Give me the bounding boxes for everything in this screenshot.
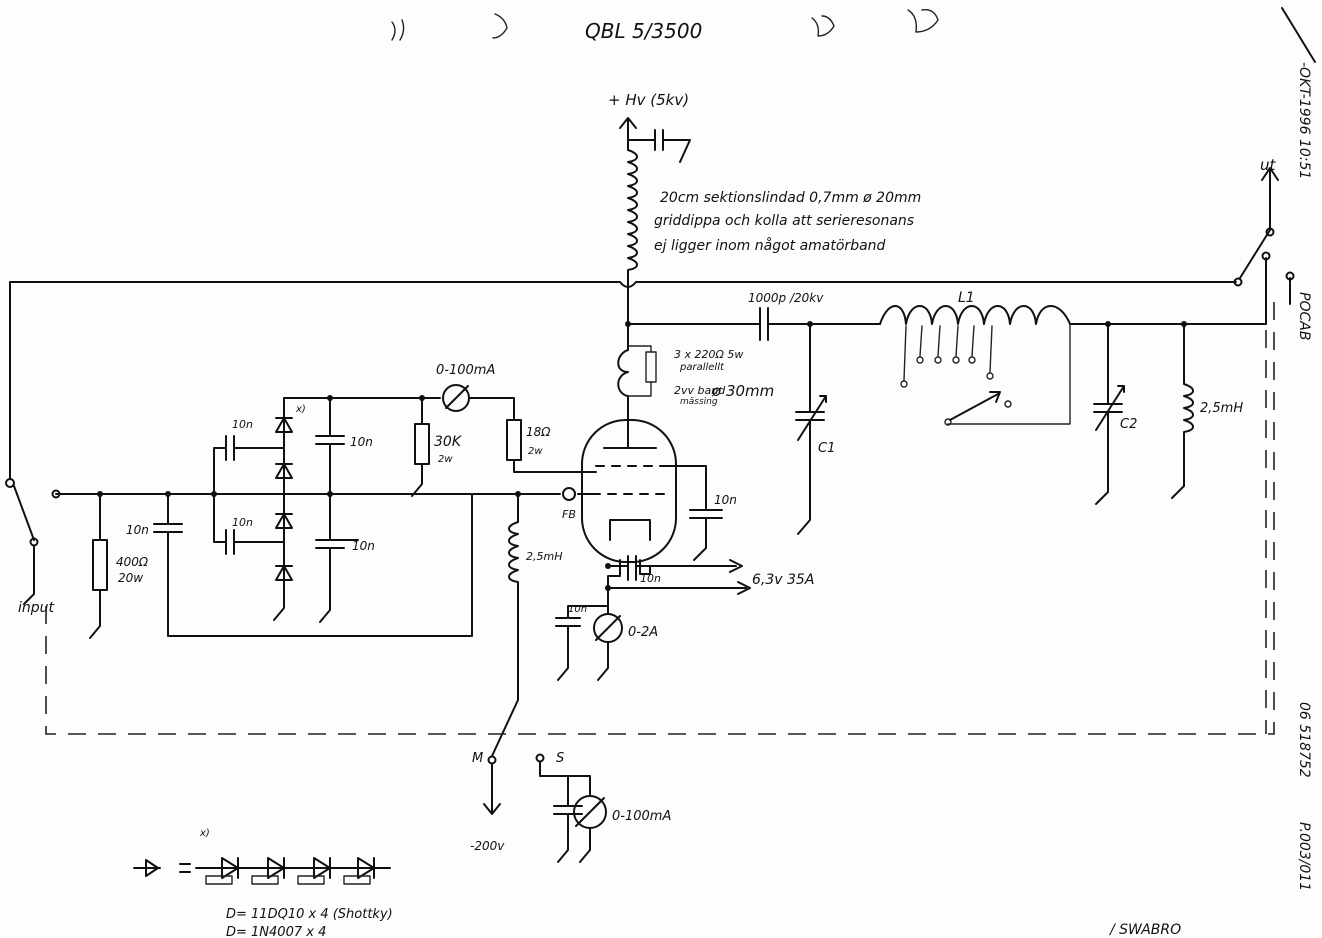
svg-text:10n: 10n [232, 418, 253, 431]
grid-line: FB [55, 487, 593, 521]
tube-qbl-5-3500 [581, 419, 677, 575]
fax-smudge-marks [391, 9, 939, 41]
input-load-resistor: 400Ω 20w [89, 493, 149, 639]
plate-output-line [625, 321, 1267, 327]
svg-text:18Ω: 18Ω [526, 425, 551, 439]
grid-rf-choke: 2,5mH [508, 493, 562, 701]
diode-footnote: x) D= 11DQ10 x 4 (Shottky) D= 1N4007 x 4 [133, 828, 393, 938]
parasitic-suppressor: 3 x 220Ω 5w parallellt 2vv band mässing … [617, 323, 774, 421]
diode-bias-network: 10n 10n x) 10n 10n [213, 395, 441, 623]
output-label: ut [1260, 156, 1277, 174]
tune-capacitor-c1: C1 [795, 321, 835, 535]
svg-text:1000p /20kv: 1000p /20kv [748, 291, 824, 305]
svg-text:x): x) [199, 828, 210, 839]
svg-text:D= 1N4007 x 4: D= 1N4007 x 4 [226, 925, 326, 938]
svg-text:10n: 10n [350, 435, 373, 449]
bypass-line [5, 281, 1237, 488]
svg-text:mässing: mässing [680, 397, 718, 407]
svg-text:0-100mA: 0-100mA [612, 809, 671, 824]
svg-text:400Ω: 400Ω [116, 555, 149, 569]
svg-text:10n: 10n [714, 493, 737, 507]
c1-label: C1 [818, 441, 835, 456]
svg-text:10n: 10n [232, 516, 253, 529]
fax-header-strip: -OKT-1996 10:51 POCAB 06 518752 P.003/01… [1281, 7, 1316, 891]
coil-winding-note: 20cm sektionslindad 0,7mm ø 20mm griddip… [654, 190, 921, 254]
svg-text:6,3v 35A: 6,3v 35A [752, 572, 814, 588]
svg-text:10n: 10n [568, 604, 587, 615]
svg-text:griddippa och kolla att serier: griddippa och kolla att serieresonans [654, 213, 914, 229]
input-label: input [18, 600, 55, 616]
svg-text:30K: 30K [434, 434, 463, 450]
svg-text:10n: 10n [126, 523, 149, 537]
plate-rf-choke [619, 149, 638, 325]
relay-control-dashed-line [45, 290, 1275, 735]
load-capacitor-c2: C2 [1093, 321, 1137, 505]
svg-text:3 x 220Ω 5w: 3 x 220Ω 5w [674, 348, 743, 361]
filament-supply: 10n 6,3v 35A [605, 555, 814, 595]
svg-text:10n: 10n [352, 539, 375, 553]
svg-text:20w: 20w [118, 571, 143, 585]
grid-current-meter: 0-100mA [436, 363, 515, 421]
svg-text:D= 11DQ10 x 4 (Shottky): D= 11DQ10 x 4 (Shottky) [226, 907, 393, 922]
l1-label: L1 [958, 290, 975, 306]
svg-text:ej ligger inom något amatörban: ej ligger inom något amatörband [654, 237, 886, 254]
svg-text:M: M [472, 751, 483, 766]
svg-text:2w: 2w [528, 446, 543, 457]
coupling-capacitor: 1000p /20kv [748, 291, 824, 341]
svg-text:2vv band: 2vv band [674, 384, 726, 397]
fax-page-number: P.003/011 [1296, 822, 1312, 891]
svg-text:20cm sektionslindad 0,7mm ø 2: 20cm sektionslindad 0,7mm ø 20mm [660, 190, 921, 206]
svg-text:S: S [556, 751, 564, 766]
svg-text:-200v: -200v [470, 839, 505, 853]
svg-text:10n: 10n [640, 572, 661, 585]
fax-date-time: -OKT-1996 10:51 [1296, 62, 1312, 179]
input-coupling-cap: 10n [126, 493, 473, 637]
svg-text:2,5mH: 2,5mH [526, 550, 562, 563]
svg-text:x): x) [295, 404, 306, 415]
output-rfc-label: 2,5mH [1200, 401, 1243, 416]
svg-text:2w: 2w [438, 454, 453, 465]
screen-grid-network: 10n [667, 465, 737, 561]
signature: / SWABRO [1108, 922, 1181, 938]
fax-sender: POCAB [1296, 292, 1312, 340]
svg-text:ø 30mm: ø 30mm [711, 382, 774, 400]
svg-text:0-100mA: 0-100mA [436, 363, 495, 378]
output-rf-choke: 2,5mH [1171, 321, 1243, 499]
bias-switch: M -200v S 0-100mA [470, 699, 671, 863]
grid-leak-resistor-30k: 30K 2w [411, 395, 463, 497]
svg-text:0-2A: 0-2A [628, 625, 658, 640]
hv-label: + Hv (5kv) [608, 91, 689, 109]
schematic-title: QBL 5/3500 [585, 19, 702, 43]
input-switch: input [13, 485, 61, 616]
svg-text:parallellt: parallellt [679, 362, 725, 373]
cathode-current-meter: 0-2A 10n [555, 587, 658, 681]
c2-label: C2 [1120, 417, 1137, 432]
ferrite-bead-label: FB [562, 508, 576, 521]
tank-coil-l1: L1 [879, 290, 1071, 426]
hv-feed: + Hv (5kv) [608, 91, 691, 163]
output-relay: ut [1233, 156, 1295, 325]
screen-resistor-18: 18Ω 2w [506, 419, 597, 473]
fax-number: 06 518752 [1296, 702, 1312, 778]
